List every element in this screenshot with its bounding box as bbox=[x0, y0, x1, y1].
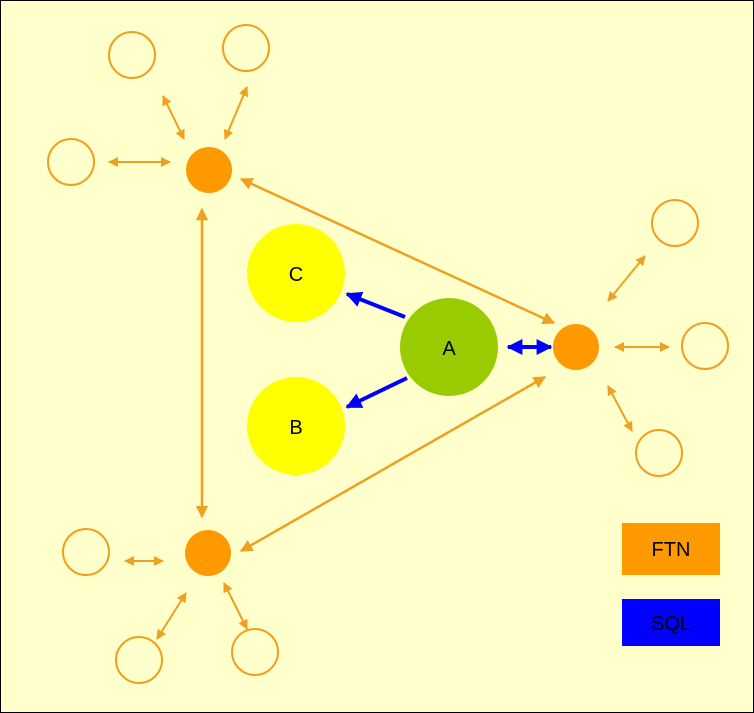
node-c bbox=[247, 224, 345, 322]
sql-link-a-b bbox=[345, 376, 408, 409]
leaf-link bbox=[162, 95, 185, 140]
node-b bbox=[247, 377, 345, 475]
hub-node-top bbox=[186, 147, 232, 193]
leaf-link bbox=[156, 592, 187, 640]
leaf-node bbox=[115, 636, 163, 684]
leaf-node bbox=[62, 528, 110, 576]
leaf-link bbox=[607, 385, 633, 432]
legend-sql-swatch bbox=[622, 599, 720, 646]
leaf-node bbox=[47, 138, 95, 186]
leaf-node bbox=[108, 31, 156, 79]
leaf-link bbox=[223, 582, 248, 630]
legend-sql-label: SQL bbox=[651, 613, 691, 635]
link-hub-bottom-hub-right bbox=[239, 375, 547, 553]
legend-ftn-label: FTN bbox=[652, 539, 691, 561]
leaf-node bbox=[222, 24, 270, 72]
leaf-node bbox=[635, 429, 683, 477]
leaf-node bbox=[681, 322, 729, 370]
leaf-link bbox=[607, 255, 646, 302]
leaf-node bbox=[231, 628, 279, 676]
leaf-link bbox=[223, 86, 249, 140]
node-c-label: C bbox=[289, 264, 303, 286]
node-b-label: B bbox=[289, 417, 302, 439]
node-a-label: A bbox=[442, 338, 456, 360]
node-a bbox=[400, 298, 498, 396]
legend: FTN SQL bbox=[622, 523, 720, 646]
legend-ftn-swatch bbox=[622, 523, 720, 575]
link-hub-top-hub-right bbox=[239, 177, 556, 325]
hub-node-bottom bbox=[185, 530, 231, 576]
leaf-node bbox=[651, 199, 699, 247]
sql-link-a-c bbox=[345, 291, 406, 319]
hub-node-right bbox=[553, 324, 599, 370]
